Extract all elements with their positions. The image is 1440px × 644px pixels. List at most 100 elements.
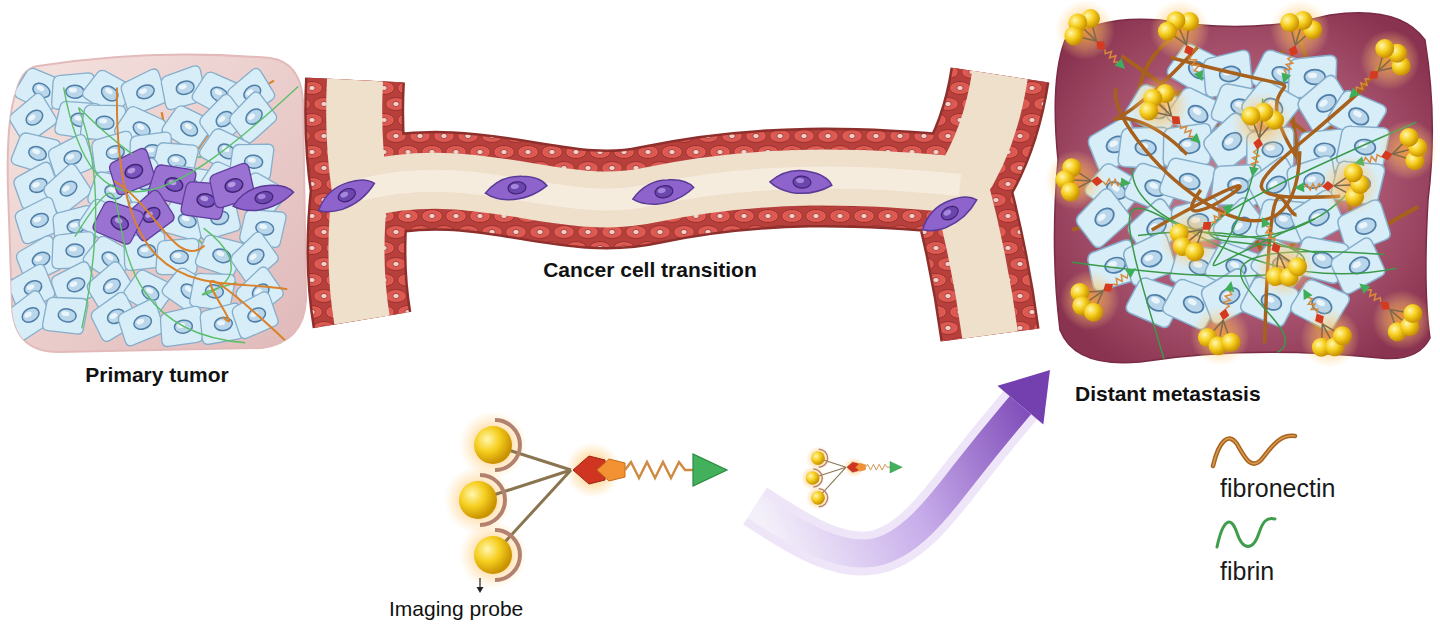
- probe-particle: [1084, 303, 1103, 322]
- probe-anchor: [1370, 71, 1379, 79]
- probe-particle: [1185, 242, 1204, 261]
- arrow-glow: [755, 405, 1020, 553]
- cancer-stem-cell: [91, 196, 145, 247]
- node-label: Cancer cell transition: [543, 258, 757, 282]
- circulating-cancer-cell: [630, 175, 695, 208]
- bound-probes: [1045, 0, 1438, 368]
- probe-ligand: [1294, 182, 1304, 192]
- leader-head: [477, 587, 484, 593]
- bound-probe: [1060, 268, 1136, 330]
- probe-anchor: [1381, 302, 1390, 310]
- probe-spring: [1212, 211, 1226, 223]
- probe-anchor: [1103, 283, 1113, 291]
- probe-glow: [1060, 270, 1120, 330]
- legend-label: fibronectin: [1220, 474, 1335, 503]
- bound-probe: [1045, 150, 1131, 210]
- imaging-probe-figure: [444, 411, 727, 589]
- escaping-cancer-cell: [230, 180, 295, 215]
- probe-ligand: [1282, 72, 1292, 83]
- probe-ligand: [1222, 204, 1233, 214]
- distant-metastasis: Distant metastasis: [1050, 8, 1435, 408]
- bound-probe: [1300, 289, 1360, 368]
- probe-ligand: [1249, 166, 1259, 177]
- bound-probe: [1255, 217, 1315, 298]
- probe-anchor: [1184, 45, 1193, 56]
- tumor-cell: [158, 306, 204, 347]
- probe-glow: [1320, 155, 1380, 215]
- probe-anchor: [1271, 243, 1280, 254]
- tumor-cell: [42, 293, 89, 336]
- probe-anchor: [1220, 309, 1230, 321]
- probe-glow: [1378, 120, 1438, 180]
- probe-spring: [1224, 291, 1232, 309]
- legend-entry: fibrin: [1195, 509, 1335, 586]
- blood-vessel-figure: [313, 75, 1000, 335]
- small-probe-figure: [800, 446, 902, 510]
- bound-probe: [1232, 92, 1292, 177]
- circulating-cancer-cell: [769, 168, 832, 195]
- probe-particle: [1139, 101, 1158, 120]
- bound-probe: [1359, 284, 1432, 350]
- bound-probe: [1190, 281, 1250, 366]
- probe-particle: [1241, 106, 1260, 125]
- arrow-head: [997, 370, 1050, 425]
- probe-ligand: [1190, 133, 1201, 144]
- probe-anchor: [1091, 176, 1103, 186]
- probe-anchor: [1322, 181, 1334, 191]
- probe-particle: [1333, 326, 1352, 345]
- probe-anchor: [1172, 116, 1181, 124]
- probe-glow: [1045, 150, 1105, 210]
- probe-particle: [1158, 22, 1177, 41]
- legend-sample: [1205, 430, 1305, 472]
- probe-leader: [477, 578, 484, 593]
- probe-anchor: [1097, 41, 1106, 49]
- circulating-cancer-cell: [484, 173, 548, 202]
- probe-particle: [1399, 128, 1418, 147]
- fibrin-fiber: [79, 108, 133, 329]
- bound-probe: [1150, 0, 1210, 81]
- probe-particle: [1403, 304, 1422, 323]
- probe-glow: [1150, 0, 1210, 60]
- probe-spring: [1356, 79, 1369, 91]
- legend-label: fibrin: [1220, 557, 1274, 586]
- probe-spring: [1304, 184, 1322, 190]
- probe-ligand: [1224, 281, 1234, 292]
- legend-sample-line: [1213, 436, 1295, 466]
- primary-tumor-figure: [1, 54, 306, 352]
- primary-tumor: Primary tumor: [5, 48, 310, 393]
- vessel-outer-wall: [354, 75, 1000, 335]
- probe-particle: [1344, 163, 1363, 182]
- blood-vessel: Cancer cell transition: [315, 55, 1015, 365]
- probe-ligand: [1194, 70, 1203, 81]
- probe-spring: [1252, 150, 1259, 168]
- metastasis-outline: [1054, 13, 1432, 363]
- probe-spring: [1367, 290, 1381, 302]
- probe-ligand: [1121, 178, 1131, 188]
- fibronectin-fiber: [1115, 88, 1299, 221]
- probe-anchor: [1381, 151, 1393, 161]
- probe-glow: [1255, 238, 1315, 298]
- bound-probe: [1055, 0, 1125, 69]
- tumor-cells: [1, 63, 298, 348]
- tumor-cell: [114, 298, 166, 347]
- node-label: Distant metastasis: [1075, 382, 1261, 406]
- probe-glow: [1055, 0, 1115, 60]
- circulating-cancer-cell: [916, 189, 981, 238]
- probe-anchor: [1202, 222, 1211, 230]
- probe-glow: [1190, 306, 1250, 366]
- legend-entry: fibronectin: [1195, 430, 1335, 503]
- bound-probe: [1349, 30, 1420, 98]
- legend-sample-line: [1213, 436, 1295, 466]
- probe-spring: [1308, 298, 1318, 314]
- legend: fibronectin fibrin: [1195, 430, 1335, 592]
- probe-glow: [1160, 210, 1220, 270]
- probe-ligand: [1125, 268, 1136, 278]
- circulating-cancer-cell: [313, 172, 379, 219]
- probe-spring: [1105, 50, 1118, 63]
- probe-ligand: [1262, 217, 1271, 228]
- bound-probe: [1270, 0, 1330, 84]
- tumor-outline: [8, 54, 306, 352]
